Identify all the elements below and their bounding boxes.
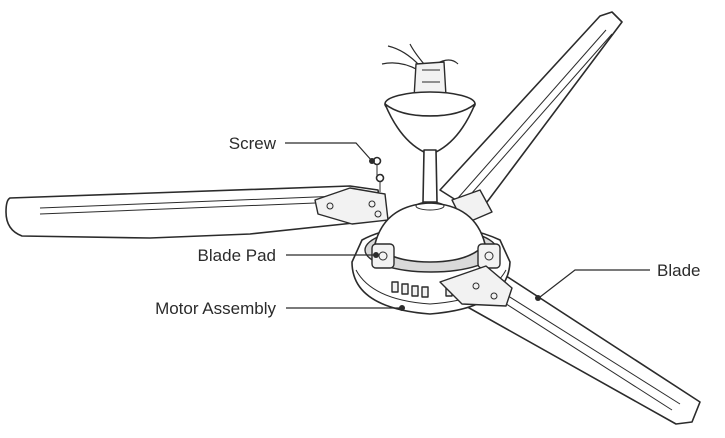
callout-screw bbox=[285, 142, 375, 164]
canopy bbox=[384, 91, 476, 153]
blade-pad bbox=[371, 243, 395, 269]
blade-pad-right bbox=[477, 243, 501, 269]
blade-left bbox=[5, 185, 383, 239]
callout-blade-pad bbox=[286, 252, 379, 258]
label-blade-pad: Blade Pad bbox=[198, 246, 276, 265]
label-screw: Screw bbox=[229, 134, 277, 153]
downrod bbox=[422, 149, 438, 203]
label-blade: Blade bbox=[657, 261, 700, 280]
label-motor-assembly: Motor Assembly bbox=[155, 299, 276, 318]
blade-mount-lower-right bbox=[439, 265, 513, 307]
callout-blade bbox=[535, 269, 650, 301]
screws bbox=[372, 156, 385, 192]
callout-motor-assembly bbox=[286, 305, 405, 311]
